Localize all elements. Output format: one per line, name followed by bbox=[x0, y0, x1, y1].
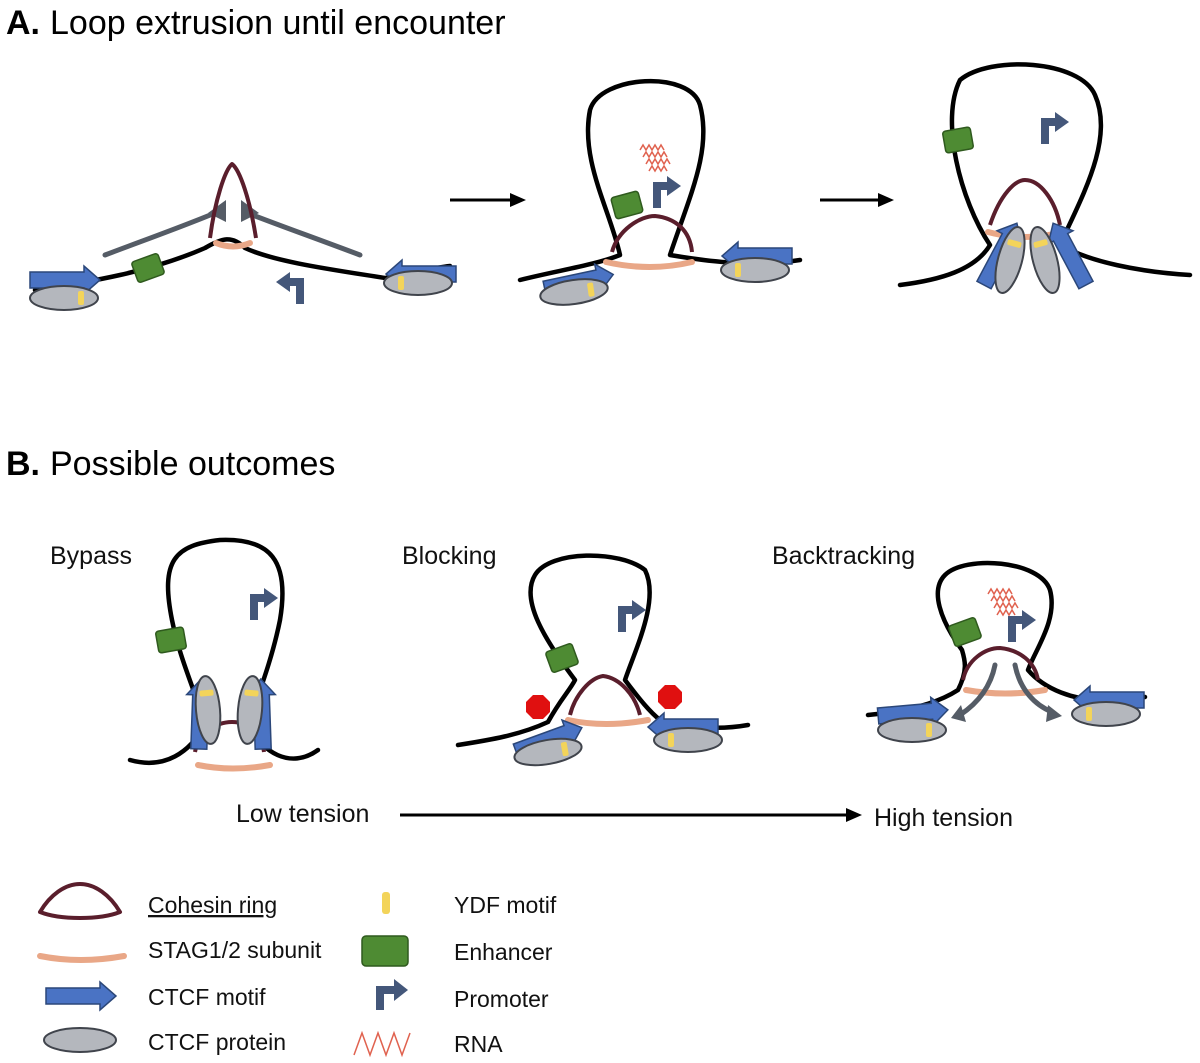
enhancer-icon bbox=[361, 935, 409, 967]
blocking-diagram bbox=[455, 553, 751, 771]
bypass-diagram bbox=[127, 537, 321, 772]
legend-item-enhancer: Enhancer bbox=[361, 935, 553, 967]
panel-a-stage-3 bbox=[897, 62, 1193, 297]
legend-label-ctcf-motif: CTCF motif bbox=[148, 984, 266, 1010]
panel-a-title-text: Loop extrusion until encounter bbox=[50, 4, 506, 42]
legend-label-ctcf-protein: CTCF protein bbox=[148, 1029, 286, 1055]
ctcf-protein-icon bbox=[43, 1027, 117, 1053]
panel-b-title: B. Possible outcomes bbox=[6, 445, 335, 483]
promoter-icon bbox=[376, 979, 408, 1010]
ctcf-motif-icon bbox=[45, 980, 118, 1012]
panel-b-title-text: Possible outcomes bbox=[50, 445, 335, 483]
panel-a-title: A. Loop extrusion until encounter bbox=[6, 4, 506, 42]
legend-label-ydf: YDF motif bbox=[454, 892, 557, 918]
panel-a-arrow-1-head bbox=[510, 193, 526, 207]
legend-item-ydf: YDF motif bbox=[382, 892, 557, 918]
legend-item-ctcf-protein: CTCF protein bbox=[43, 1027, 286, 1055]
legend-label-cohesin: Cohesin ring bbox=[148, 892, 277, 918]
legend-label-promoter: Promoter bbox=[454, 986, 549, 1012]
ydf-motif-icon bbox=[382, 892, 390, 914]
legend-item-cohesin: Cohesin ring bbox=[38, 882, 277, 920]
legend-label-enhancer: Enhancer bbox=[454, 939, 553, 965]
tension-arrow-head bbox=[846, 808, 862, 822]
rna-icon bbox=[353, 1030, 411, 1058]
legend-label-rna: RNA bbox=[454, 1031, 503, 1057]
backtracking-diagram bbox=[865, 560, 1148, 743]
stag-subunit-icon bbox=[37, 953, 127, 963]
legend: Cohesin ring STAG1/2 subunit CTCF motif … bbox=[37, 882, 557, 1058]
outcome-blocking-label: Blocking bbox=[402, 542, 497, 570]
panel-a-stage-2 bbox=[517, 78, 803, 310]
stop-sign-left-icon bbox=[526, 695, 550, 719]
low-tension-label: Low tension bbox=[236, 800, 369, 828]
panel-a-arrow-2-head bbox=[878, 193, 894, 207]
legend-label-stag: STAG1/2 subunit bbox=[148, 937, 322, 963]
legend-item-promoter: Promoter bbox=[376, 979, 549, 1012]
panel-b-letter: B. bbox=[6, 445, 40, 483]
panel-a-stage-1 bbox=[29, 162, 457, 311]
legend-item-stag: STAG1/2 subunit bbox=[37, 937, 322, 963]
legend-item-rna: RNA bbox=[353, 1030, 503, 1058]
outcome-bypass-label: Bypass bbox=[50, 542, 132, 570]
outcome-backtracking-label: Backtracking bbox=[772, 542, 915, 570]
panel-a-letter: A. bbox=[6, 4, 40, 42]
cohesin-ring-icon bbox=[38, 882, 122, 920]
stop-sign-right-icon bbox=[658, 685, 682, 709]
high-tension-label: High tension bbox=[874, 804, 1013, 832]
legend-item-ctcf-motif: CTCF motif bbox=[45, 980, 266, 1012]
